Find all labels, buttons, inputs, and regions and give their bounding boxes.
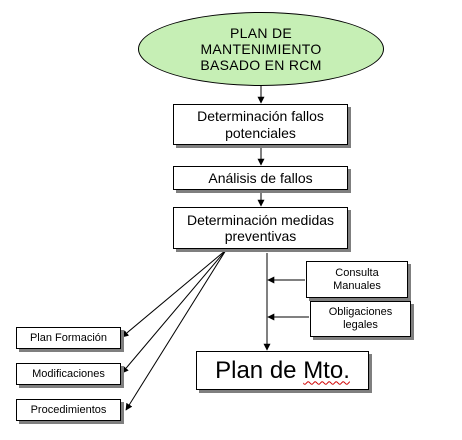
obligaciones-legales-label: Obligaciones legales	[328, 306, 393, 331]
modificaciones-label: Modificaciones	[32, 367, 105, 380]
plan-mto-word: Mto.	[303, 356, 350, 384]
procedimientos-label: Procedimientos	[30, 403, 107, 416]
plan-mto-label: Plan de Mto.	[215, 357, 350, 385]
modificaciones-box: Modificaciones	[16, 363, 121, 385]
plan-mto-prefix: Plan de	[215, 356, 304, 384]
arrow-medidas-to-formacion	[121, 249, 227, 338]
consulta-manuales-box: Consulta Manuales	[306, 261, 408, 298]
arrow-medidas-to-modificaciones	[121, 249, 227, 374]
medidas-preventivas-box: Determinación medidas preventivas	[173, 207, 348, 249]
analisis-fallos-label: Análisis de fallos	[208, 169, 313, 186]
medidas-preventivas-label: Determinación medidas preventivas	[186, 211, 335, 244]
arrow-medidas-to-procedimientos	[125, 249, 227, 411]
fallos-potenciales-box: Determinación fallos potenciales	[173, 104, 348, 145]
obligaciones-legales-box: Obligaciones legales	[310, 301, 411, 337]
analisis-fallos-box: Análisis de fallos	[173, 166, 348, 190]
plan-mto-box: Plan de Mto.	[196, 351, 369, 390]
fallos-potenciales-label: Determinación fallos potenciales	[197, 108, 324, 141]
plan-rcm-ellipse: PLAN DE MANTENIMIENTO BASADO EN RCM	[138, 12, 384, 86]
consulta-manuales-label: Consulta Manuales	[333, 266, 381, 292]
plan-formacion-box: Plan Formación	[16, 327, 121, 349]
plan-rcm-label: PLAN DE MANTENIMIENTO BASADO EN RCM	[200, 24, 322, 74]
plan-formacion-label: Plan Formación	[29, 331, 108, 344]
procedimientos-box: Procedimientos	[16, 399, 121, 421]
